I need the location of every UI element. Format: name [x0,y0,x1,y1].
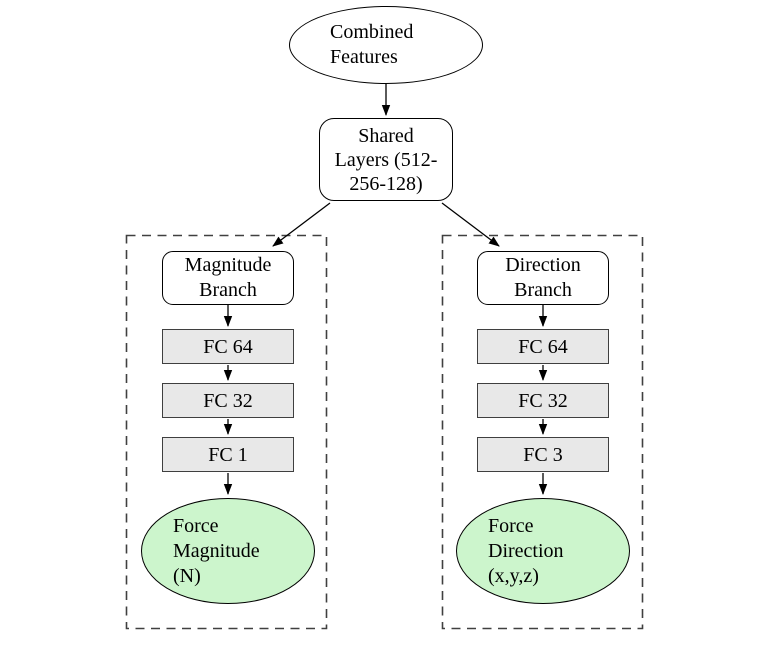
direction-fc64-node: FC 64 [477,329,609,364]
magnitude-fc32-label: FC 32 [203,389,253,412]
direction-fc3-label: FC 3 [523,443,563,466]
magnitude-fc1-node: FC 1 [162,437,294,472]
shared-layers-label: Shared Layers (512- 256-128) [334,124,438,195]
direction-fc32-node: FC 32 [477,383,609,418]
magnitude-branch-head-node: Magnitude Branch [162,251,294,305]
magnitude-fc64-label: FC 64 [203,335,253,358]
force-magnitude-output-label: Force Magnitude (N) [173,514,260,587]
magnitude-fc32-node: FC 32 [162,383,294,418]
magnitude-fc64-node: FC 64 [162,329,294,364]
direction-branch-head-node: Direction Branch [477,251,609,305]
direction-branch-head-label: Direction Branch [505,254,581,301]
direction-fc64-label: FC 64 [518,335,568,358]
magnitude-branch-head-label: Magnitude Branch [184,254,272,301]
force-magnitude-output-node: Force Magnitude (N) [141,498,315,604]
arrow-shared-to-magnitude [272,202,331,247]
combined-features-node: Combined Features [289,6,483,84]
force-direction-output-node: Force Direction (x,y,z) [456,498,630,604]
force-direction-output-label: Force Direction (x,y,z) [488,514,564,587]
direction-fc32-label: FC 32 [518,389,568,412]
arrow-shared-to-direction [441,202,500,247]
combined-features-label: Combined Features [330,21,414,68]
magnitude-fc1-label: FC 1 [208,443,248,466]
direction-fc3-node: FC 3 [477,437,609,472]
shared-layers-node: Shared Layers (512- 256-128) [319,118,453,201]
